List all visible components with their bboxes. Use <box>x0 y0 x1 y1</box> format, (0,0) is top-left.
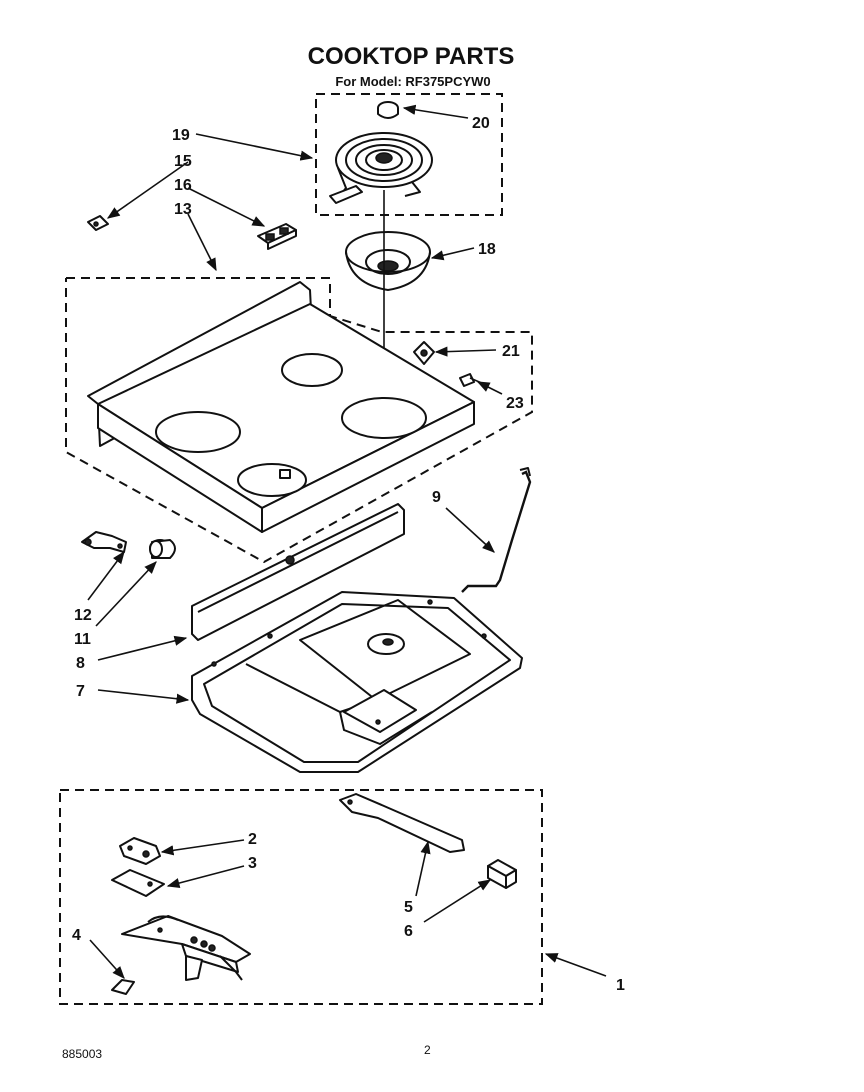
part-11-knob <box>149 539 176 559</box>
callout-5: 5 <box>404 899 413 916</box>
cooktop-group-box <box>65 277 533 564</box>
surface-element-group-box <box>315 93 503 216</box>
callout-1: 1 <box>616 977 625 994</box>
callout-9: 9 <box>432 489 441 506</box>
control-parts-group-box <box>59 789 543 1005</box>
part-21-bracket <box>413 341 435 365</box>
callout-23: 23 <box>506 395 524 412</box>
callout-11: 11 <box>74 631 91 648</box>
page-number: 2 <box>424 1043 431 1057</box>
callout-19: 19 <box>172 127 190 144</box>
callout-15: 15 <box>174 153 192 170</box>
callout-8: 8 <box>76 655 85 672</box>
part-5-strap <box>339 793 465 853</box>
part-2-switch <box>119 837 161 865</box>
part-15-clip <box>87 215 109 231</box>
callout-18: 18 <box>478 241 496 258</box>
document-number: 885003 <box>62 1047 102 1061</box>
callout-21: 21 <box>502 343 520 360</box>
part-20-cap <box>377 101 399 119</box>
part-13-cooktop <box>87 281 475 533</box>
part-12-switch-bracket <box>81 531 127 553</box>
callout-3: 3 <box>248 855 257 872</box>
part-9-rod <box>461 467 532 593</box>
part-8-front-panel <box>191 503 405 641</box>
part-6-block <box>487 859 517 889</box>
callout-2: 2 <box>248 831 257 848</box>
part-4-clip <box>111 979 135 995</box>
callout-16: 16 <box>174 177 192 194</box>
leader-lines <box>87 104 607 979</box>
part-3-insulator <box>111 869 165 897</box>
page-title: COOKTOP PARTS <box>308 43 515 70</box>
part-23-screw <box>459 373 485 387</box>
model-subtitle: For Model: RF375PCYW0 <box>335 74 490 89</box>
part-7-main-tray <box>191 591 523 773</box>
callout-4: 4 <box>72 927 81 944</box>
part-18-drip-bowl <box>345 231 431 291</box>
infinite-switch-assembly <box>121 915 251 981</box>
callout-labels: 20 19 15 16 13 18 21 23 9 12 11 8 7 2 3 … <box>72 115 625 994</box>
callout-20: 20 <box>472 115 490 132</box>
callout-6: 6 <box>404 923 413 940</box>
part-16-terminal-block <box>257 223 297 250</box>
callout-12: 12 <box>74 607 92 624</box>
callout-13: 13 <box>174 201 192 218</box>
part-19-surface-element <box>329 132 433 204</box>
callout-7: 7 <box>76 683 85 700</box>
